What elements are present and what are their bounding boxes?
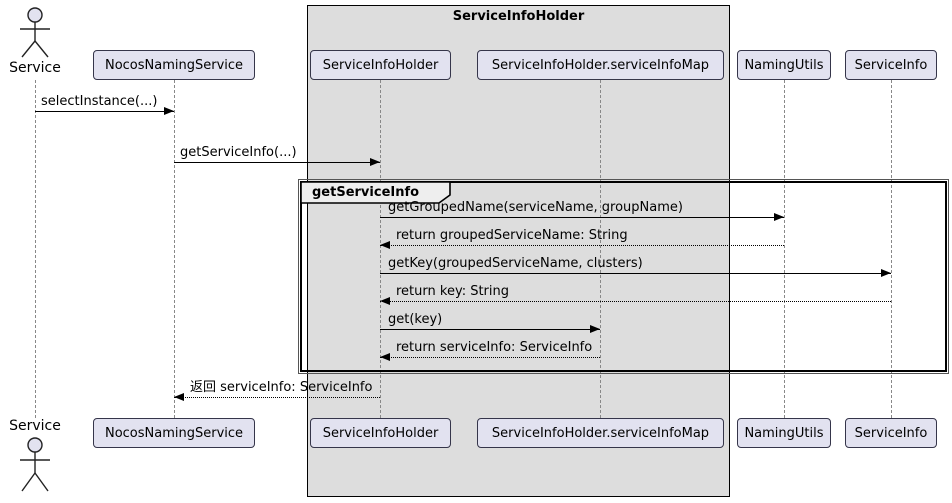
actor-bottom: Service	[0, 417, 70, 495]
message-arrow	[380, 241, 784, 249]
group-frame-getserviceinfo: getServiceInfo	[298, 179, 949, 374]
message-return-service-info: return serviceInfo: ServiceInfo	[380, 340, 600, 361]
message-label: return groupedServiceName: String	[396, 228, 628, 243]
message-get-key: getKey(groupedServiceName, clusters)	[380, 256, 891, 277]
lifeline-serviceinfoholder	[379, 80, 381, 418]
participant-bottom-nocosnamingservice: NocosNamingService	[93, 418, 255, 448]
message-label: getGroupedName(serviceName, groupName)	[388, 200, 683, 215]
message-label: selectInstance(...)	[41, 94, 158, 109]
group-frame-label: getServiceInfo	[312, 185, 420, 200]
participant-top-serviceinfo: ServiceInfo	[845, 50, 937, 80]
lifeline-serviceinfo	[890, 80, 892, 418]
message-label: return key: String	[396, 284, 510, 299]
participant-bottom-serviceinfo: ServiceInfo	[845, 418, 937, 448]
actor-top: Service	[0, 5, 70, 77]
participant-bottom-serviceinfoholder: ServiceInfoHolder	[310, 418, 451, 448]
message-arrow	[380, 353, 600, 361]
lifeline-nocosnamingservice	[173, 80, 175, 418]
message-get-service-info: getServiceInfo(...)	[174, 145, 380, 166]
actor-icon	[20, 7, 50, 58]
message-get-grouped-name: getGroupedName(serviceName, groupName)	[380, 200, 784, 221]
lifeline-serviceinfomap	[599, 80, 601, 418]
participant-top-serviceinfomap: ServiceInfoHolder.serviceInfoMap	[477, 50, 724, 80]
message-get: get(key)	[380, 312, 600, 333]
message-label: 返回 serviceInfo: ServiceInfo	[190, 380, 373, 395]
message-arrow	[380, 269, 891, 277]
message-arrow	[174, 158, 380, 166]
message-arrow	[380, 213, 784, 221]
actor-icon	[20, 437, 50, 492]
actor-label: Service	[9, 60, 61, 76]
message-return-grouped-service-name: return groupedServiceName: String	[380, 228, 784, 249]
message-label: getServiceInfo(...)	[180, 145, 297, 160]
lifeline-namingutils	[783, 80, 785, 418]
group-frame-label-shape	[300, 181, 451, 204]
participant-top-serviceinfoholder: ServiceInfoHolder	[310, 50, 451, 80]
message-arrow	[380, 325, 600, 333]
boundary-box-serviceinfoholder: ServiceInfoHolder	[307, 5, 730, 497]
message-arrow	[174, 393, 380, 401]
participant-bottom-serviceinfomap: ServiceInfoHolder.serviceInfoMap	[477, 418, 724, 448]
participant-top-nocosnamingservice: NocosNamingService	[93, 50, 255, 80]
message-label: getKey(groupedServiceName, clusters)	[388, 256, 643, 271]
actor-label: Service	[9, 418, 61, 434]
message-label: get(key)	[388, 312, 443, 327]
message-arrow	[35, 107, 174, 115]
message-return-key: return key: String	[380, 284, 891, 305]
participant-bottom-namingutils: NamingUtils	[737, 418, 831, 448]
boundary-box-title: ServiceInfoHolder	[452, 9, 585, 24]
lifeline-service	[34, 80, 36, 418]
message-select-instance: selectInstance(...)	[35, 94, 174, 115]
message-label: return serviceInfo: ServiceInfo	[396, 340, 593, 355]
participant-top-namingutils: NamingUtils	[737, 50, 831, 80]
message-arrow	[380, 297, 891, 305]
message-return-service-info-final: 返回 serviceInfo: ServiceInfo	[174, 380, 380, 401]
